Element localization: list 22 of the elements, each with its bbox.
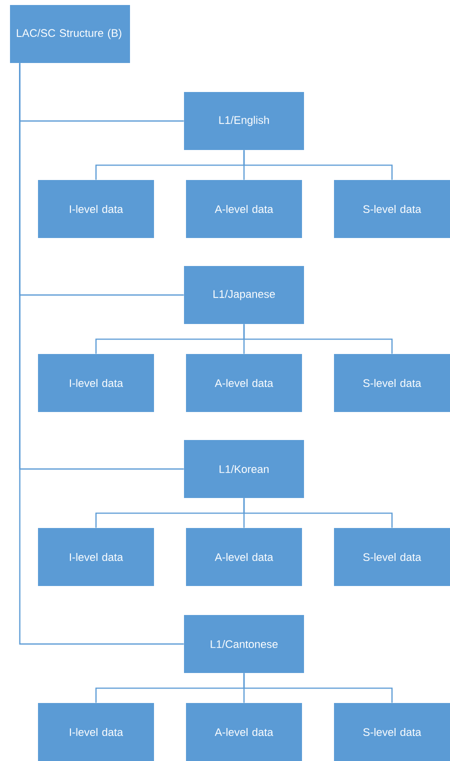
data-box: S-level data	[334, 354, 450, 412]
data-box: A-level data	[186, 354, 302, 412]
root-box: LAC/SC Structure (B)	[10, 5, 130, 63]
connector-line	[243, 498, 393, 528]
data-box: S-level data	[334, 703, 450, 761]
data-box: A-level data	[186, 180, 302, 238]
data-box: I-level data	[38, 180, 154, 238]
data-box: A-level data	[186, 703, 302, 761]
data-box: I-level data	[38, 703, 154, 761]
data-box: S-level data	[334, 180, 450, 238]
group-box: L1/Cantonese	[184, 615, 304, 673]
connector-line	[19, 63, 184, 645]
connector-line	[243, 324, 393, 354]
data-box: I-level data	[38, 354, 154, 412]
connector-line	[243, 150, 393, 180]
data-box: S-level data	[334, 528, 450, 586]
group-box: L1/English	[184, 92, 304, 150]
group-box: L1/Korean	[184, 440, 304, 498]
group-box: L1/Japanese	[184, 266, 304, 324]
data-box: A-level data	[186, 528, 302, 586]
data-box: I-level data	[38, 528, 154, 586]
connector-line	[243, 673, 393, 703]
